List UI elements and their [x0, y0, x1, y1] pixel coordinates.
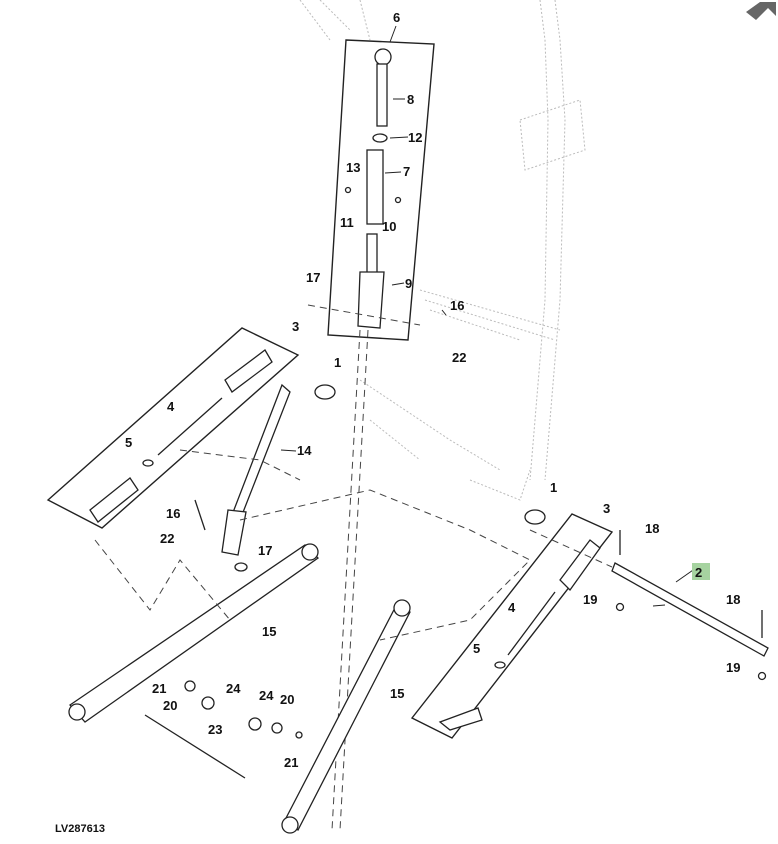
right-lift-link-group [410, 509, 769, 739]
left-lift-link-group [46, 327, 336, 572]
callout-6[interactable]: 6 [393, 10, 400, 25]
callout-15[interactable]: 15 [390, 686, 404, 701]
callout-17[interactable]: 17 [258, 543, 272, 558]
callouts: 6 8 12 13 7 11 10 9 17 16 22 3 1 4 14 5 … [125, 10, 740, 770]
callout-9[interactable]: 9 [405, 276, 412, 291]
callout-8[interactable]: 8 [407, 92, 414, 107]
callout-12[interactable]: 12 [408, 130, 422, 145]
callout-24[interactable]: 24 [226, 681, 241, 696]
callout-14[interactable]: 14 [297, 443, 312, 458]
callout-24[interactable]: 24 [259, 688, 274, 703]
callout-5[interactable]: 5 [473, 641, 480, 656]
callout-20[interactable]: 20 [163, 698, 177, 713]
callout-5[interactable]: 5 [125, 435, 132, 450]
top-link-group [307, 39, 435, 831]
tractor-frame-ghost [299, 0, 586, 501]
callout-17[interactable]: 17 [306, 270, 320, 285]
callout-3[interactable]: 3 [292, 319, 299, 334]
callout-21[interactable]: 21 [152, 681, 166, 696]
callout-7[interactable]: 7 [403, 164, 410, 179]
callout-21[interactable]: 21 [284, 755, 298, 770]
callout-16[interactable]: 16 [450, 298, 464, 313]
callout-11[interactable]: 11 [340, 215, 354, 230]
callout-20[interactable]: 20 [280, 692, 294, 707]
callout-18[interactable]: 18 [726, 592, 740, 607]
callout-4[interactable]: 4 [167, 399, 175, 414]
leader-lines [280, 25, 697, 607]
callout-18[interactable]: 18 [645, 521, 659, 536]
callout-2[interactable]: 2 [695, 565, 702, 580]
callout-13[interactable]: 13 [346, 160, 360, 175]
callout-15[interactable]: 15 [262, 624, 276, 639]
callout-19[interactable]: 19 [726, 660, 740, 675]
callout-16[interactable]: 16 [166, 506, 180, 521]
callout-1[interactable]: 1 [334, 355, 341, 370]
callout-22[interactable]: 22 [160, 531, 174, 546]
callout-3[interactable]: 3 [603, 501, 610, 516]
arrow-icon[interactable] [742, 0, 778, 22]
callout-4[interactable]: 4 [508, 600, 516, 615]
highlight-callout-2 [692, 563, 710, 580]
lower-links [68, 449, 531, 834]
figure-id: LV287613 [55, 823, 105, 835]
callout-10[interactable]: 10 [382, 219, 396, 234]
callout-22[interactable]: 22 [452, 350, 466, 365]
callout-19[interactable]: 19 [583, 592, 597, 607]
callout-1[interactable]: 1 [550, 480, 557, 495]
callout-23[interactable]: 23 [208, 722, 222, 737]
